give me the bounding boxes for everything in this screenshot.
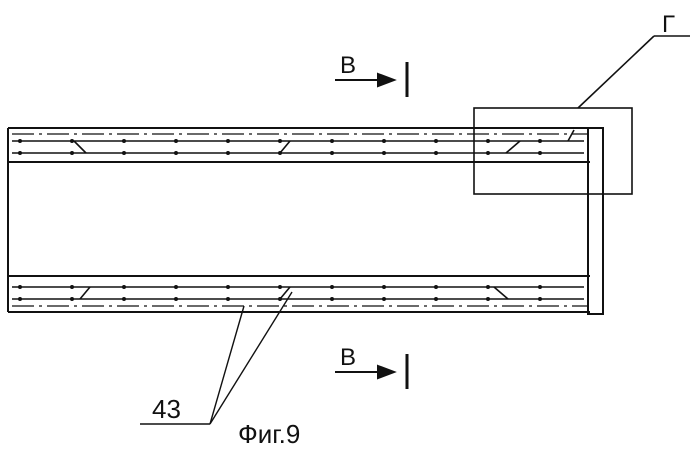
weld-point <box>70 139 74 143</box>
weld-point <box>174 151 178 155</box>
weld-point <box>18 285 22 289</box>
detail-label: Г <box>662 11 675 38</box>
weld-point <box>226 139 230 143</box>
top-reinforcement <box>12 130 588 153</box>
weld-point <box>278 285 282 289</box>
weld-point <box>18 151 22 155</box>
weld-point <box>226 285 230 289</box>
weld-point <box>122 285 126 289</box>
weld-point <box>486 297 490 301</box>
weld-point <box>226 151 230 155</box>
weld-point <box>278 297 282 301</box>
weld-point <box>18 297 22 301</box>
part-number-label: 43 <box>152 394 181 424</box>
weld-point <box>122 297 126 301</box>
weld-point <box>18 139 22 143</box>
weld-point <box>122 139 126 143</box>
figure-caption: Фиг.9 <box>238 419 300 449</box>
weld-point <box>382 285 386 289</box>
weld-point <box>174 285 178 289</box>
weld-point <box>70 285 74 289</box>
weld-point <box>174 139 178 143</box>
weld-point <box>70 151 74 155</box>
weld-point <box>174 297 178 301</box>
weld-point <box>486 151 490 155</box>
section-label-bottom: В <box>340 344 356 371</box>
weld-point <box>330 297 334 301</box>
weld-point <box>330 139 334 143</box>
detail-leader <box>578 36 654 108</box>
weld-point <box>434 285 438 289</box>
weld-point <box>434 139 438 143</box>
end-plate <box>588 128 603 314</box>
weld-point <box>382 151 386 155</box>
weld-point <box>538 297 542 301</box>
weld-point <box>278 151 282 155</box>
weld-point <box>486 139 490 143</box>
weld-point <box>330 285 334 289</box>
weld-point <box>70 297 74 301</box>
detail-callout <box>474 36 690 194</box>
weld-point <box>538 151 542 155</box>
weld-point <box>122 151 126 155</box>
weld-point <box>330 151 334 155</box>
beam-body <box>8 128 590 312</box>
weld-point <box>538 285 542 289</box>
weld-point <box>486 285 490 289</box>
weld-point <box>434 151 438 155</box>
weld-point <box>278 139 282 143</box>
weld-point <box>226 297 230 301</box>
weld-point <box>434 297 438 301</box>
section-label-top: В <box>340 52 356 79</box>
detail-box <box>474 108 632 194</box>
weld-point <box>382 297 386 301</box>
weld-point <box>382 139 386 143</box>
bottom-reinforcement <box>12 287 588 306</box>
weld-point <box>538 139 542 143</box>
